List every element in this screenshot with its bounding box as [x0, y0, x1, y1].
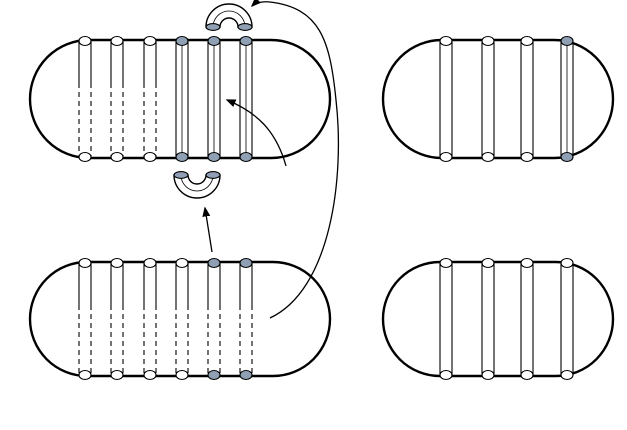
- tube-end-bottom: [78, 151, 92, 163]
- handle-top: [205, 3, 253, 31]
- tube-end-top: [560, 35, 574, 47]
- tube-end-top: [560, 257, 574, 269]
- tube-end-bottom: [175, 151, 189, 163]
- tube-end-bottom: [143, 369, 157, 381]
- arrows-layer: [202, 0, 340, 319]
- tube: [239, 35, 253, 163]
- surface-bottom-right: [381, 257, 615, 381]
- handle-core: [180, 174, 214, 192]
- tube: [175, 35, 189, 163]
- tube-end-top: [207, 257, 221, 269]
- tube-end-bottom: [439, 151, 453, 163]
- tube-end-top: [239, 257, 253, 269]
- tube: [207, 35, 221, 163]
- capsule-outline: [381, 38, 615, 160]
- tube-end-bottom: [481, 369, 495, 381]
- handle-end-cap: [205, 23, 221, 31]
- tube-end-bottom: [560, 369, 574, 381]
- tube: [143, 257, 157, 381]
- tube-end-bottom: [207, 369, 221, 381]
- tube-end-top: [110, 35, 124, 47]
- tube-end-bottom: [239, 151, 253, 163]
- surface-top-right: [381, 35, 615, 163]
- arrow-to-middle-handle: [202, 206, 213, 253]
- tube-end-bottom: [520, 151, 534, 163]
- tube-end-top: [143, 257, 157, 269]
- tube: [481, 35, 495, 163]
- capsule-outline: [28, 260, 332, 378]
- tube-end-top: [481, 35, 495, 47]
- tube-end-bottom: [520, 369, 534, 381]
- handle-body: [205, 3, 253, 28]
- capsule-outline: [381, 260, 615, 378]
- handle-end-cap: [205, 171, 221, 179]
- tube-end-top: [110, 257, 124, 269]
- handle-body: [173, 174, 221, 199]
- tube: [78, 257, 92, 381]
- tube-end-bottom: [78, 369, 92, 381]
- tube-end-top: [78, 35, 92, 47]
- arrow-to-top-left-surface: [225, 99, 287, 167]
- handles-layer: [173, 3, 253, 199]
- tube-end-top: [239, 35, 253, 47]
- tube-end-top: [481, 257, 495, 269]
- tube-end-top: [439, 257, 453, 269]
- tube-end-bottom: [207, 151, 221, 163]
- tube-end-bottom: [239, 369, 253, 381]
- tube: [520, 35, 534, 163]
- surface-bottom-left: [28, 257, 332, 381]
- handle-middle: [173, 171, 221, 199]
- handle-end-cap: [237, 23, 253, 31]
- surfaces-layer: [28, 35, 615, 381]
- tube: [439, 35, 453, 163]
- handle-core: [212, 10, 246, 28]
- tube-end-top: [520, 35, 534, 47]
- tube-end-bottom: [110, 151, 124, 163]
- tube: [207, 257, 221, 381]
- tube-end-bottom: [560, 151, 574, 163]
- tube-end-bottom: [439, 369, 453, 381]
- tube: [439, 257, 453, 381]
- tube-end-top: [175, 35, 189, 47]
- tube: [143, 35, 157, 163]
- tube: [175, 257, 189, 381]
- tube: [110, 35, 124, 163]
- handle-end-cap: [173, 171, 189, 179]
- tube-end-top: [143, 35, 157, 47]
- tube: [110, 257, 124, 381]
- tube: [560, 257, 574, 381]
- tube-end-bottom: [110, 369, 124, 381]
- tube-end-top: [78, 257, 92, 269]
- tube: [520, 257, 534, 381]
- tube-end-bottom: [143, 151, 157, 163]
- tube: [78, 35, 92, 163]
- tube-end-top: [520, 257, 534, 269]
- tube-end-top: [439, 35, 453, 47]
- tube-end-top: [175, 257, 189, 269]
- tube-end-bottom: [481, 151, 495, 163]
- tube-end-top: [207, 35, 221, 47]
- tube: [239, 257, 253, 381]
- tube-end-bottom: [175, 369, 189, 381]
- capsule-outline: [28, 38, 332, 160]
- surface-top-left: [28, 35, 332, 163]
- tube: [481, 257, 495, 381]
- tube: [560, 35, 574, 163]
- arrow-long-to-top-handle: [250, 0, 340, 319]
